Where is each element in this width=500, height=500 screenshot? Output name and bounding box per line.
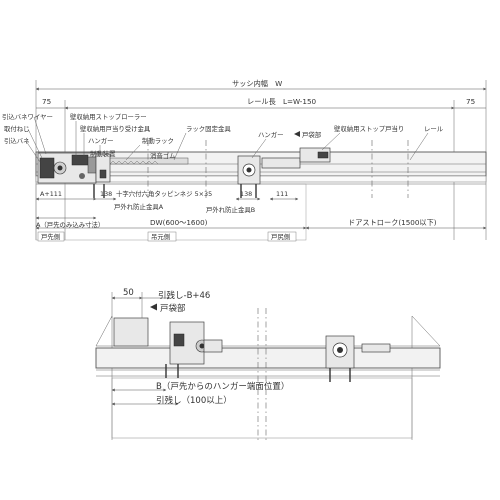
d138-left-dimension: 138	[100, 190, 112, 198]
b-note-label: B（戸先からのハンガー端面位置）	[156, 381, 289, 392]
pocket-side-label: 戸袋部	[302, 130, 322, 139]
pull-margin-b-label: 引残し-B+46	[158, 290, 210, 301]
pocket-side-tag: 戸尻側	[271, 233, 290, 241]
right-offset-label: 75	[466, 97, 475, 106]
rubber-label: 消音ゴム	[150, 151, 176, 160]
anti-drop-a-label: 戸外れ防止金具A	[114, 202, 164, 211]
pocket-label: 戸袋部	[160, 303, 186, 314]
a-note-label: A（戸先のみ込み寸法）	[36, 220, 104, 229]
pocket-arrow-icon-detail	[150, 303, 157, 311]
left-offset-label: 75	[42, 97, 51, 106]
d138-right-dimension: 138	[240, 190, 252, 198]
screw-label: 取付ねじ	[4, 124, 30, 133]
hanger-left-label: ハンガー	[88, 136, 114, 145]
rack-bracket-label: ラック固定金具	[186, 124, 231, 133]
rail-label: レール	[424, 125, 444, 133]
brake-device-label: 制動装置	[90, 149, 116, 158]
rail-length-label: レール長 L=W-150	[247, 97, 317, 106]
hanger-left	[93, 153, 111, 198]
a111-dimension: A+111	[40, 190, 62, 198]
top-view: サッシ内幅 W レール長 L=W-150 75 75	[2, 79, 487, 242]
door-stop-bracket-label: 壁収納用戸当り受け金具	[80, 124, 151, 133]
sash-width-label: サッシ内幅 W	[232, 79, 282, 88]
detail-brake-assembly	[113, 317, 223, 378]
detail-view: 50 引残し-B+46 戸袋部 B（戸先からのハンガー端面位置） 引残し（100…	[95, 288, 441, 440]
screw-spec-label: 十字穴付六角タッピンネジ 5×35	[116, 189, 212, 198]
pocket-arrow-icon	[294, 131, 300, 137]
door-stop-unit	[299, 147, 331, 163]
brake-device-left	[37, 152, 97, 184]
dw-label: DW(600～1600)	[150, 218, 208, 227]
stop-door-stop-label: 壁収納用ストップ戸当り	[334, 124, 404, 133]
brake-rack-label: 制動ラック	[142, 136, 174, 145]
d111-right-dimension: 111	[276, 190, 288, 198]
rack-bracket	[261, 157, 301, 169]
detail-hanger-right	[325, 335, 391, 382]
wire-label: 引込バネワイヤー	[2, 112, 53, 121]
hinge-side-tag: 吊元側	[151, 233, 170, 241]
door-stroke-label: ドアストローク(1500以下)	[348, 218, 437, 227]
stopper-roller-label: 壁収納用ストップローラー	[70, 112, 147, 121]
d50-dimension: 50	[123, 288, 134, 298]
spring-label: 引込バネ	[4, 136, 30, 145]
pull-margin-label: 引残し（100以上）	[156, 395, 232, 406]
anti-drop-b-label: 戸外れ防止金具B	[206, 205, 255, 214]
door-tip-side-tag: 戸先側	[41, 232, 60, 241]
hanger-right	[237, 155, 261, 198]
hanger-right-label: ハンガー	[258, 130, 284, 139]
